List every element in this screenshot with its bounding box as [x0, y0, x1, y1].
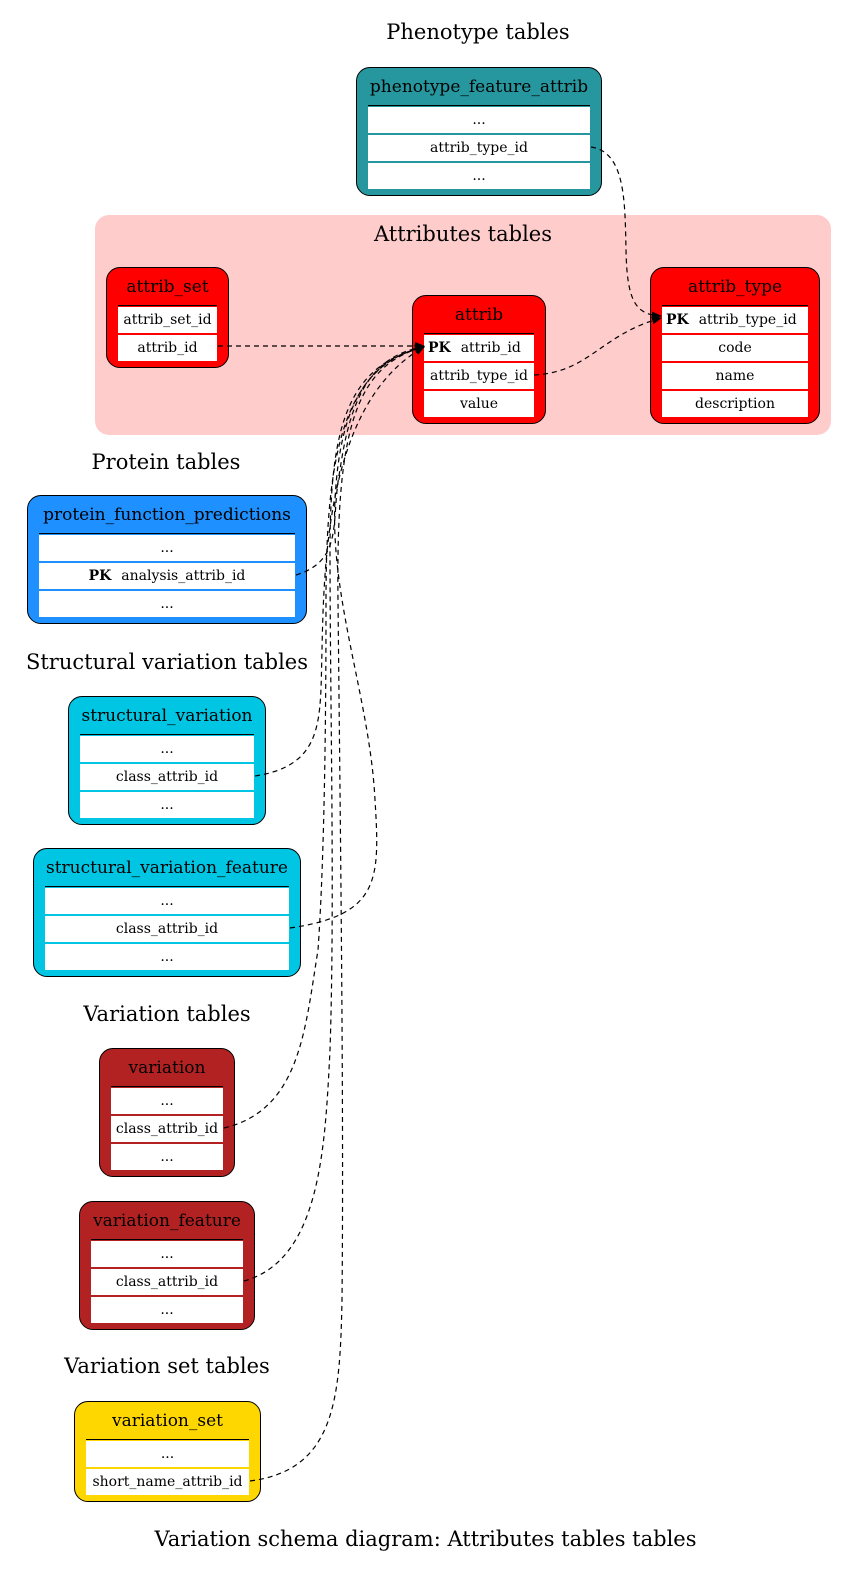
table-row: ... [86, 1441, 249, 1467]
table-row: ... [91, 1297, 243, 1323]
cluster-label-variation-set: Variation set tables [64, 1354, 270, 1378]
table-row: ... [368, 107, 590, 133]
table-row: class_attrib_id [91, 1269, 243, 1295]
table-variation-set[interactable]: variation_set ... short_name_attrib_id [74, 1401, 261, 1502]
cluster-label-protein: Protein tables [91, 450, 241, 474]
table-title: structural_variation [81, 706, 253, 726]
table-row: attrib_id [118, 335, 217, 361]
table-row: PK analysis_attrib_id [39, 563, 295, 589]
table-row: ... [368, 163, 590, 189]
table-structural-variation[interactable]: structural_variation ... class_attrib_id… [68, 696, 266, 825]
table-row: attrib_set_id [118, 307, 217, 333]
table-row: attrib_type_id [424, 363, 534, 389]
table-row: ... [80, 736, 254, 762]
table-row: ... [80, 792, 254, 818]
table-title: attrib_type [687, 277, 783, 297]
cluster-label-phenotype: Phenotype tables [386, 20, 570, 44]
table-attrib-type[interactable]: attrib_type PK attrib_type_id code name d… [650, 267, 820, 424]
column-name: attrib_type_id [698, 312, 797, 328]
table-row: class_attrib_id [80, 764, 254, 790]
pk-label: PK [666, 312, 689, 328]
table-row: ... [111, 1088, 223, 1114]
table-row: name [662, 363, 808, 389]
table-attrib[interactable]: attrib PK attrib_id attrib_type_id value [412, 295, 546, 424]
table-title: attrib_set [126, 277, 209, 297]
table-phenotype-feature-attrib[interactable]: phenotype_feature_attrib ... attrib_type… [356, 67, 602, 196]
table-row: code [662, 335, 808, 361]
table-row: ... [39, 535, 295, 561]
edge-variation-set-attrib [249, 345, 425, 1482]
edge-phenotype-attrib-type [590, 146, 662, 320]
cluster-label-structural-variation: Structural variation tables [25, 650, 309, 674]
diagram-caption: Variation schema diagram: Attributes tab… [154, 1527, 697, 1551]
table-row: attrib_type_id [368, 135, 590, 161]
table-row: PK attrib_type_id [662, 307, 808, 333]
column-name: analysis_attrib_id [121, 568, 246, 584]
edge-variation-feature-attrib [243, 345, 425, 1282]
table-row: value [424, 391, 534, 417]
table-row: class_attrib_id [111, 1116, 223, 1142]
table-variation-feature[interactable]: variation_feature ... class_attrib_id ..… [79, 1201, 255, 1330]
table-row: ... [45, 888, 289, 914]
pk-label: PK [88, 568, 112, 584]
cluster-label-attributes: Attributes tables [373, 222, 553, 246]
table-row: class_attrib_id [45, 916, 289, 942]
table-title: variation_feature [93, 1211, 241, 1231]
table-variation[interactable]: variation ... class_attrib_id ... [99, 1048, 235, 1177]
table-row: ... [45, 944, 289, 970]
edge-attrib-attrib-type [533, 316, 662, 376]
table-title: phenotype_feature_attrib [369, 77, 589, 97]
column-name: attrib_id [460, 340, 521, 356]
table-title: attrib [454, 305, 504, 325]
table-row: PK attrib_id [424, 335, 534, 361]
table-structural-variation-feature[interactable]: structural_variation_feature ... class_a… [33, 848, 301, 977]
edge-protein-attrib [295, 344, 425, 576]
table-row: ... [91, 1241, 243, 1267]
cluster-label-variation: Variation tables [83, 1002, 251, 1026]
edge-structural-variation-attrib [254, 346, 425, 777]
edge-structural-variation-feature-attrib [289, 345, 425, 929]
table-protein-function-predictions[interactable]: protein_function_predictions ... PK analy… [27, 495, 307, 624]
edge-variation-attrib [223, 345, 425, 1129]
table-row: ... [39, 591, 295, 617]
table-title: variation [128, 1058, 206, 1078]
table-title: variation_set [111, 1411, 223, 1431]
table-row: description [662, 391, 808, 417]
table-attrib-set[interactable]: attrib_set attrib_set_id attrib_id [106, 267, 229, 368]
table-row: ... [111, 1144, 223, 1170]
table-title: structural_variation_feature [46, 858, 288, 878]
pk-label: PK [428, 340, 451, 356]
table-row: short_name_attrib_id [86, 1469, 249, 1495]
table-title: protein_function_predictions [43, 505, 291, 525]
